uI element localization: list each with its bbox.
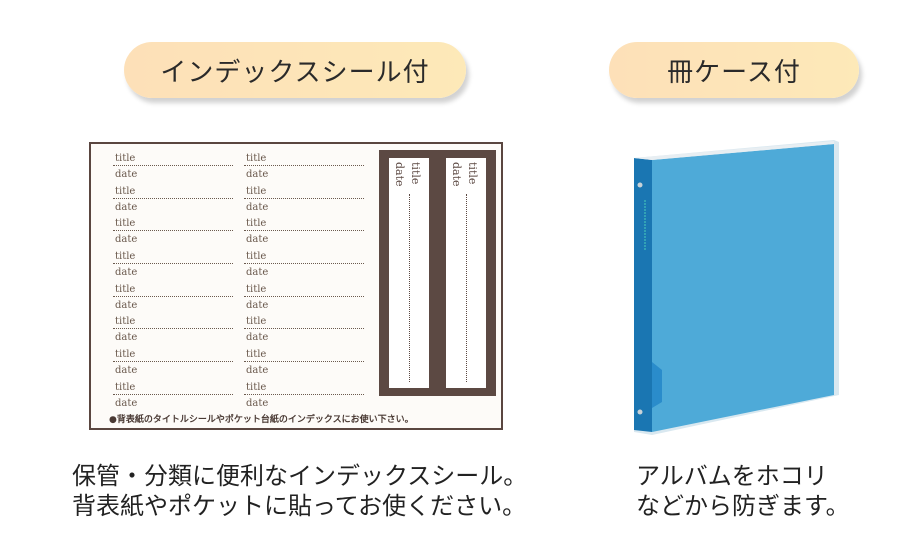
date-label: date bbox=[115, 397, 138, 409]
date-label: date bbox=[115, 169, 138, 180]
label-pair: title date bbox=[113, 217, 233, 250]
label-pair: title date bbox=[113, 348, 233, 381]
title-label: title bbox=[113, 381, 233, 395]
label-pair: title date bbox=[113, 152, 233, 185]
label-pair: title date bbox=[244, 315, 364, 348]
date-label: date bbox=[115, 332, 138, 344]
title-label: title bbox=[244, 152, 364, 166]
dotted-line bbox=[409, 194, 410, 382]
label-pair: title date bbox=[113, 250, 233, 283]
label-pair: title date bbox=[244, 381, 364, 414]
caption-line: などから防ぎます。 bbox=[636, 492, 850, 520]
title-label: title bbox=[244, 283, 364, 297]
index-sticker-caption: 保管・分類に便利なインデックスシール。 背表紙やポケットに貼ってお使ください。 bbox=[72, 461, 527, 521]
date-label: date bbox=[246, 365, 269, 377]
index-sticker-badge: インデックスシール付 bbox=[124, 42, 466, 98]
dotted-line bbox=[466, 194, 467, 382]
title-label: title bbox=[113, 283, 233, 297]
date-label: date bbox=[115, 365, 138, 377]
caption-line: 保管・分類に便利なインデックスシール。 bbox=[72, 462, 528, 490]
label-pair: title date bbox=[244, 348, 364, 381]
caption-line: アルバムをホコリ bbox=[636, 462, 828, 490]
title-label: title bbox=[113, 315, 233, 330]
date-label: date bbox=[246, 267, 269, 279]
label-pair: title date bbox=[113, 381, 233, 414]
badge-label: インデックスシール付 bbox=[160, 57, 430, 88]
spine-label: title date bbox=[389, 158, 429, 388]
date-label: date bbox=[246, 201, 269, 213]
label-pair: title date bbox=[113, 283, 233, 316]
title-label: title bbox=[113, 250, 233, 265]
spine-date-label: date bbox=[450, 162, 463, 187]
date-label: date bbox=[246, 332, 269, 344]
date-label: date bbox=[246, 397, 269, 409]
label-pair: title date bbox=[244, 152, 364, 185]
label-pair: title date bbox=[244, 185, 364, 218]
date-label: date bbox=[115, 267, 138, 279]
title-label: title bbox=[244, 348, 364, 363]
sheet-usage-note: ●背表紙のタイトルシールやポケット台紙のインデックスにお使い下さい。 bbox=[109, 415, 414, 425]
date-label: date bbox=[246, 299, 269, 311]
date-label: date bbox=[115, 234, 138, 246]
title-label: title bbox=[244, 217, 364, 232]
case-included-badge: 冊ケース付 bbox=[609, 42, 859, 98]
caption-line: 背表紙やポケットに貼ってお使ください。 bbox=[72, 492, 527, 520]
label-pair: title date bbox=[244, 250, 364, 283]
date-label: date bbox=[115, 299, 138, 311]
spine-label-frame: title date title date bbox=[379, 150, 496, 396]
spine-label: title date bbox=[446, 158, 486, 388]
date-label: date bbox=[115, 201, 138, 213]
title-label: title bbox=[113, 348, 233, 363]
date-label: date bbox=[246, 234, 269, 246]
spine-date-label: date bbox=[393, 162, 406, 187]
label-pair: title date bbox=[113, 315, 233, 348]
album-case-image bbox=[634, 140, 839, 435]
spine-title-label: title bbox=[466, 162, 479, 185]
label-pair: title date bbox=[113, 185, 233, 218]
spine-title-label: title bbox=[409, 162, 422, 185]
date-label: date bbox=[246, 169, 269, 180]
title-label: title bbox=[113, 185, 233, 199]
label-pair: title date bbox=[244, 283, 364, 316]
title-label: title bbox=[113, 152, 233, 166]
title-label: title bbox=[113, 217, 233, 232]
badge-label: 冊ケース付 bbox=[667, 57, 801, 88]
label-pair: title date bbox=[244, 217, 364, 250]
title-label: title bbox=[244, 381, 364, 395]
title-label: title bbox=[244, 185, 364, 199]
title-label: title bbox=[244, 250, 364, 265]
title-label: title bbox=[244, 315, 364, 330]
case-caption: アルバムをホコリ などから防ぎます。 bbox=[636, 461, 850, 521]
